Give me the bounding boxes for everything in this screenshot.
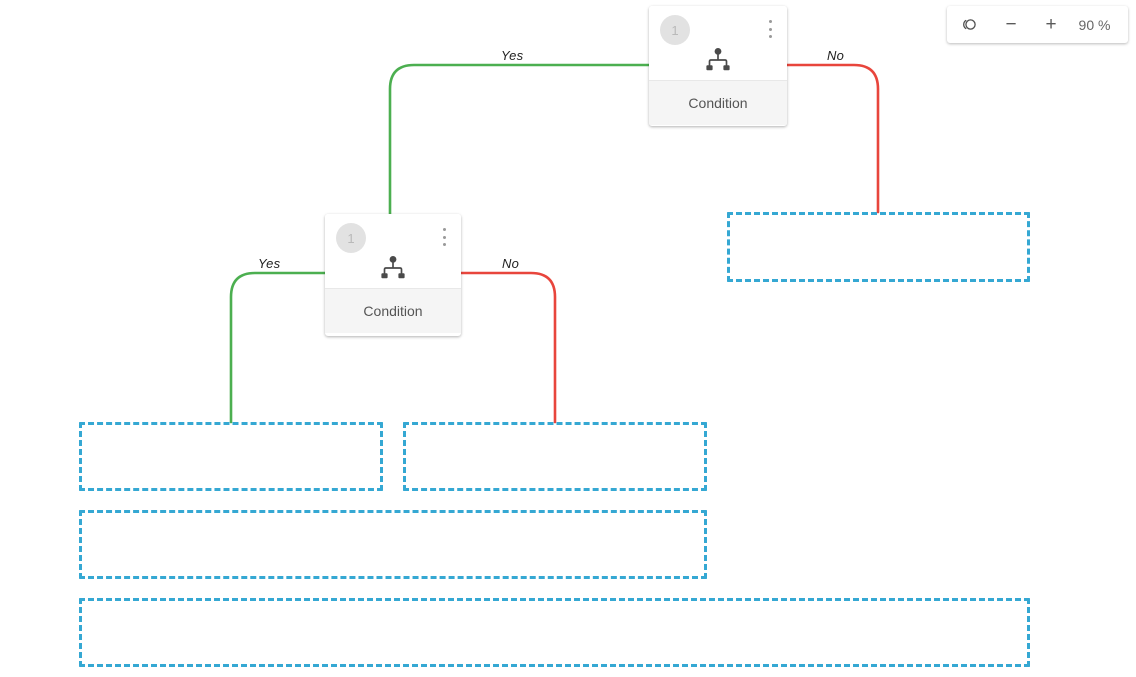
edge-label-yes-node2: Yes	[258, 256, 281, 271]
edge-label-no-node2: No	[502, 256, 520, 271]
split-branch-icon	[380, 256, 406, 280]
zoom-level-value: 90 %	[1078, 16, 1111, 33]
node-body: 1	[325, 214, 461, 288]
more-vertical-icon[interactable]	[762, 18, 778, 40]
zoom-toolbar[interactable]: − + 90 %	[947, 6, 1128, 43]
connector-yes-node2	[229, 271, 327, 424]
node-badge-count: 1	[660, 15, 690, 45]
dropzone-wide-lower[interactable]	[79, 510, 707, 579]
zoom-out-button[interactable]: −	[991, 6, 1031, 43]
node-footer-label: Condition	[649, 80, 787, 125]
node-card-condition-1[interactable]: 1 Condition	[649, 6, 787, 126]
node-body: 1	[649, 6, 787, 80]
dropzone-right-top[interactable]	[727, 212, 1030, 282]
split-branch-icon	[705, 48, 731, 72]
dropzone-wide-bottom[interactable]	[79, 598, 1030, 667]
node-badge-count: 1	[336, 223, 366, 253]
dropzone-center-mid[interactable]	[403, 422, 707, 491]
node-footer-label: Condition	[325, 288, 461, 333]
fit-to-screen-icon[interactable]	[947, 6, 991, 43]
zoom-in-button[interactable]: +	[1031, 6, 1071, 43]
node-card-condition-2[interactable]: 1 Condition	[325, 214, 461, 336]
more-vertical-icon[interactable]	[436, 226, 452, 248]
edge-label-yes-node1: Yes	[501, 48, 524, 63]
connector-no-node2	[459, 271, 557, 424]
connector-no-node1	[785, 63, 880, 214]
edge-label-no-node1: No	[827, 48, 845, 63]
connector-yes-node1	[388, 63, 651, 216]
dropzone-left-mid[interactable]	[79, 422, 383, 491]
